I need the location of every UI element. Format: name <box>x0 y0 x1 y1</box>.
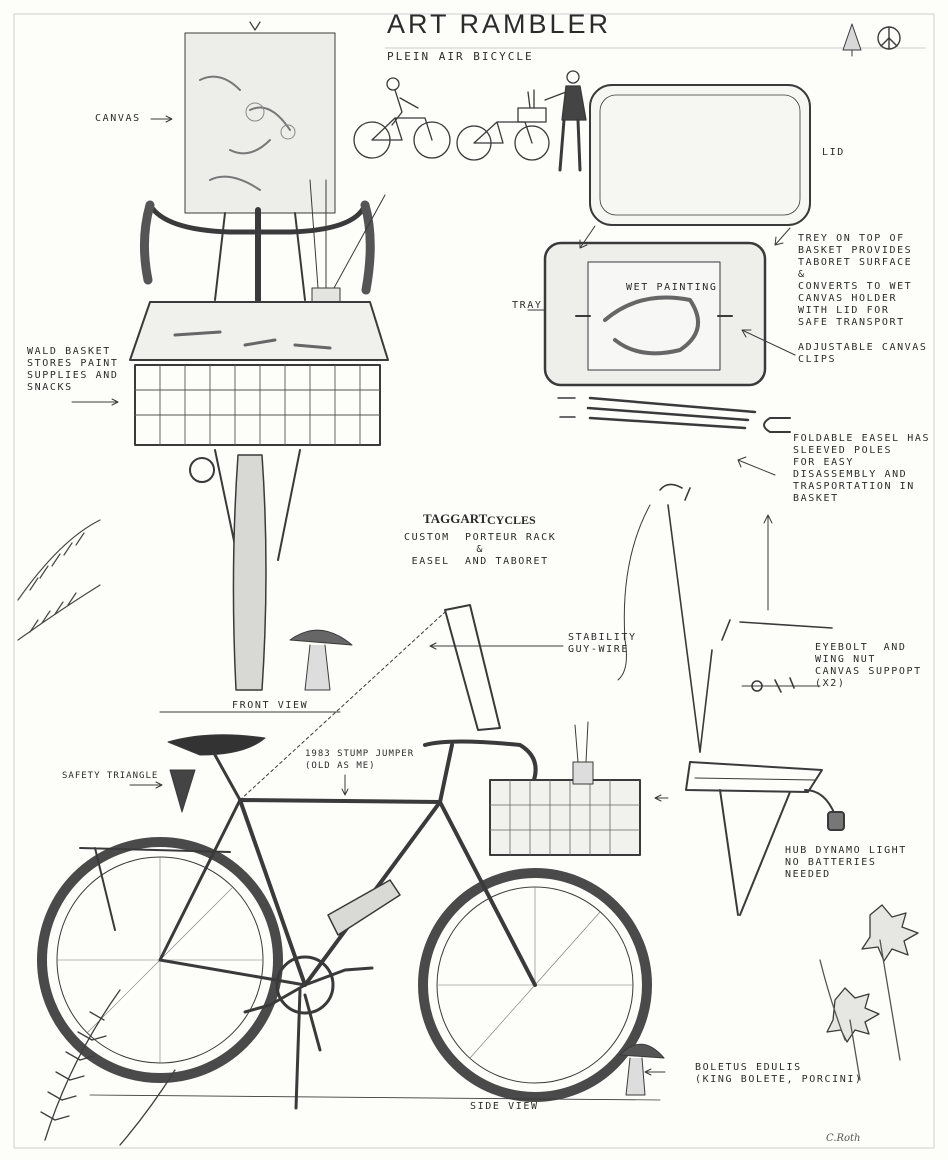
canvas-sketch <box>184 21 336 214</box>
label-rack-description: CUSTOM PORTEUR RACK & EASEL AND TABORET <box>404 532 557 567</box>
boletus-mushroom-sketch <box>619 1043 665 1096</box>
label-eyebolt: EYEBOLT AND WING NUT CANVAS SUPPOPT (X2) <box>815 642 922 689</box>
artist-signature: C.Roth <box>826 1133 861 1144</box>
label-clips: ADJUSTABLE CANVAS CLIPS <box>798 342 928 365</box>
label-wet-painting: WET PAINTING <box>626 282 718 293</box>
side-view-bicycle <box>37 604 661 1110</box>
label-stability-guy-wire: STABILITY GUY-WIRE <box>568 632 637 655</box>
label-wald-basket: WALD BASKET STORES PAINT SUPPLIES AND SN… <box>27 346 119 393</box>
porteur-rack-sketch <box>685 761 845 916</box>
label-foldable-easel: FOLDABLE EASEL HAS SLEEVED POLES FOR EAS… <box>793 433 931 504</box>
fern-sketch-left <box>17 519 101 641</box>
front-view-bicycle <box>129 179 389 713</box>
page-title: ART RAMBLER <box>387 9 612 39</box>
mini-bicycles-sketch <box>353 70 587 172</box>
label-trey-note: TREY ON TOP OF BASKET PROVIDES TABORET S… <box>798 233 913 328</box>
maple-leaves-sketch <box>819 904 919 1081</box>
label-front-view: FRONT VIEW <box>232 700 309 711</box>
annotation-arrows <box>71 115 821 1076</box>
brand-name: TAGGART <box>423 511 488 526</box>
brand-suffix: CYCLES <box>487 513 536 527</box>
mushroom-sketch <box>289 629 353 691</box>
label-stump-jumper: 1983 STUMP JUMPER (OLD AS ME) <box>305 749 415 771</box>
label-tray: TRAY <box>512 300 543 311</box>
label-lid: LID <box>822 147 845 158</box>
label-hub-dynamo: HUB DYNAMO LIGHT NO BATTERIES NEEDED <box>785 845 907 880</box>
label-canvas: CANVAS <box>95 113 141 124</box>
label-boletus: BOLETUS EDULIS (KING BOLETE, PORCINI) <box>695 1062 863 1085</box>
tray-sketch <box>543 241 767 387</box>
label-side-view: SIDE VIEW <box>470 1101 539 1112</box>
label-safety-triangle: SAFETY TRIANGLE <box>62 771 159 781</box>
easel-assembly-sketch <box>617 483 833 753</box>
peace-sign-icon <box>877 26 901 50</box>
fern-sketch-bottom <box>40 989 176 1146</box>
pine-tree-icon <box>842 23 862 57</box>
lid-sketch <box>589 84 811 226</box>
easel-poles-sketch <box>557 396 791 433</box>
page-subtitle: PLEIN AIR BICYCLE <box>387 50 534 63</box>
